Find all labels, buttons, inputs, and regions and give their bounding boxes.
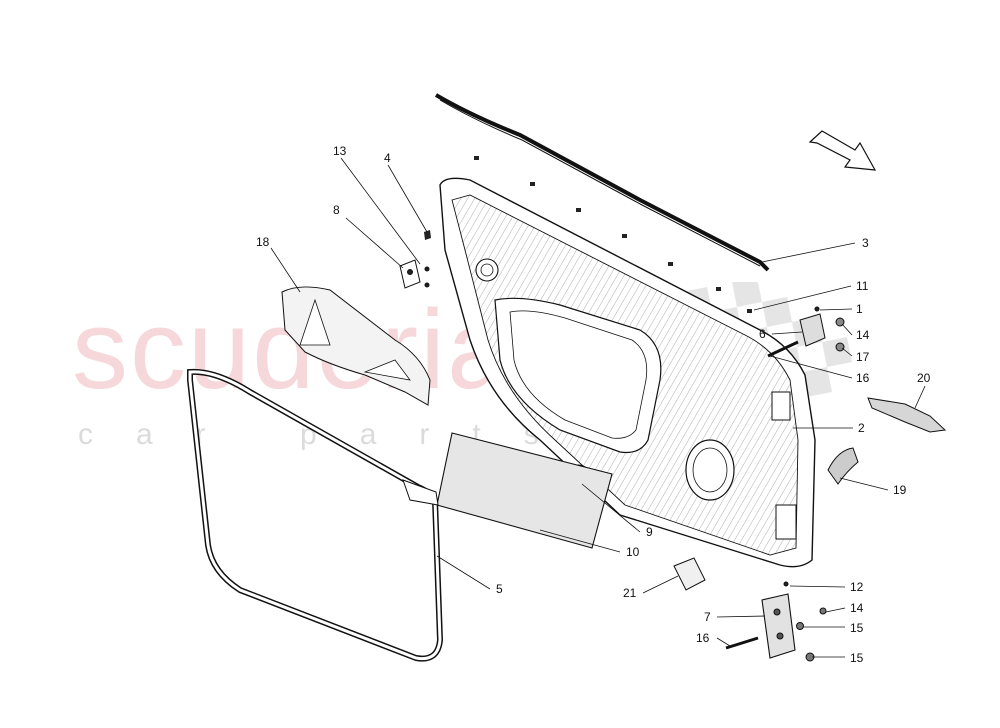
callout-18: 18 xyxy=(256,235,270,249)
callout-4: 4 xyxy=(384,151,391,165)
part-insulation-pad xyxy=(281,286,431,406)
callout-15-lower: 15 xyxy=(850,651,864,665)
part-door-seal-frame xyxy=(187,368,444,662)
callout-labels: 13 4 8 18 3 11 1 6 14 17 16 20 2 19 9 10… xyxy=(256,144,931,665)
callout-21: 21 xyxy=(623,586,637,600)
callout-11: 11 xyxy=(856,279,869,293)
callout-6: 6 xyxy=(759,327,766,341)
callout-19: 19 xyxy=(893,483,907,497)
part-check-strap-bracket xyxy=(399,259,430,289)
callout-8: 8 xyxy=(333,203,340,217)
callout-16-upper: 16 xyxy=(856,371,870,385)
callout-1: 1 xyxy=(856,302,863,316)
callout-14-upper: 14 xyxy=(856,328,870,342)
callout-12: 12 xyxy=(850,580,864,594)
part-door-inner-panel xyxy=(439,177,816,568)
direction-arrow-icon xyxy=(808,130,877,171)
part-clips xyxy=(474,156,752,313)
part-flat-pad xyxy=(436,432,613,549)
callout-13: 13 xyxy=(333,144,347,158)
callout-17: 17 xyxy=(856,350,870,364)
part-screw-4 xyxy=(424,230,431,240)
part-trim-piece xyxy=(867,397,947,433)
callout-2: 2 xyxy=(858,421,865,435)
callout-16-lower: 16 xyxy=(696,631,710,645)
callout-5: 5 xyxy=(496,582,503,596)
callout-3: 3 xyxy=(862,236,869,250)
callout-20: 20 xyxy=(917,371,931,385)
leader-lines xyxy=(270,157,926,658)
callout-10: 10 xyxy=(626,545,640,559)
callout-15-upper: 15 xyxy=(850,621,864,635)
part-cable-sleeve xyxy=(673,557,706,591)
part-lower-hinge xyxy=(725,581,827,662)
part-window-seal-strip xyxy=(434,93,770,272)
part-door-handle xyxy=(827,447,859,485)
callout-9: 9 xyxy=(646,525,653,539)
callout-14-lower: 14 xyxy=(850,601,864,615)
callout-7: 7 xyxy=(704,610,711,624)
